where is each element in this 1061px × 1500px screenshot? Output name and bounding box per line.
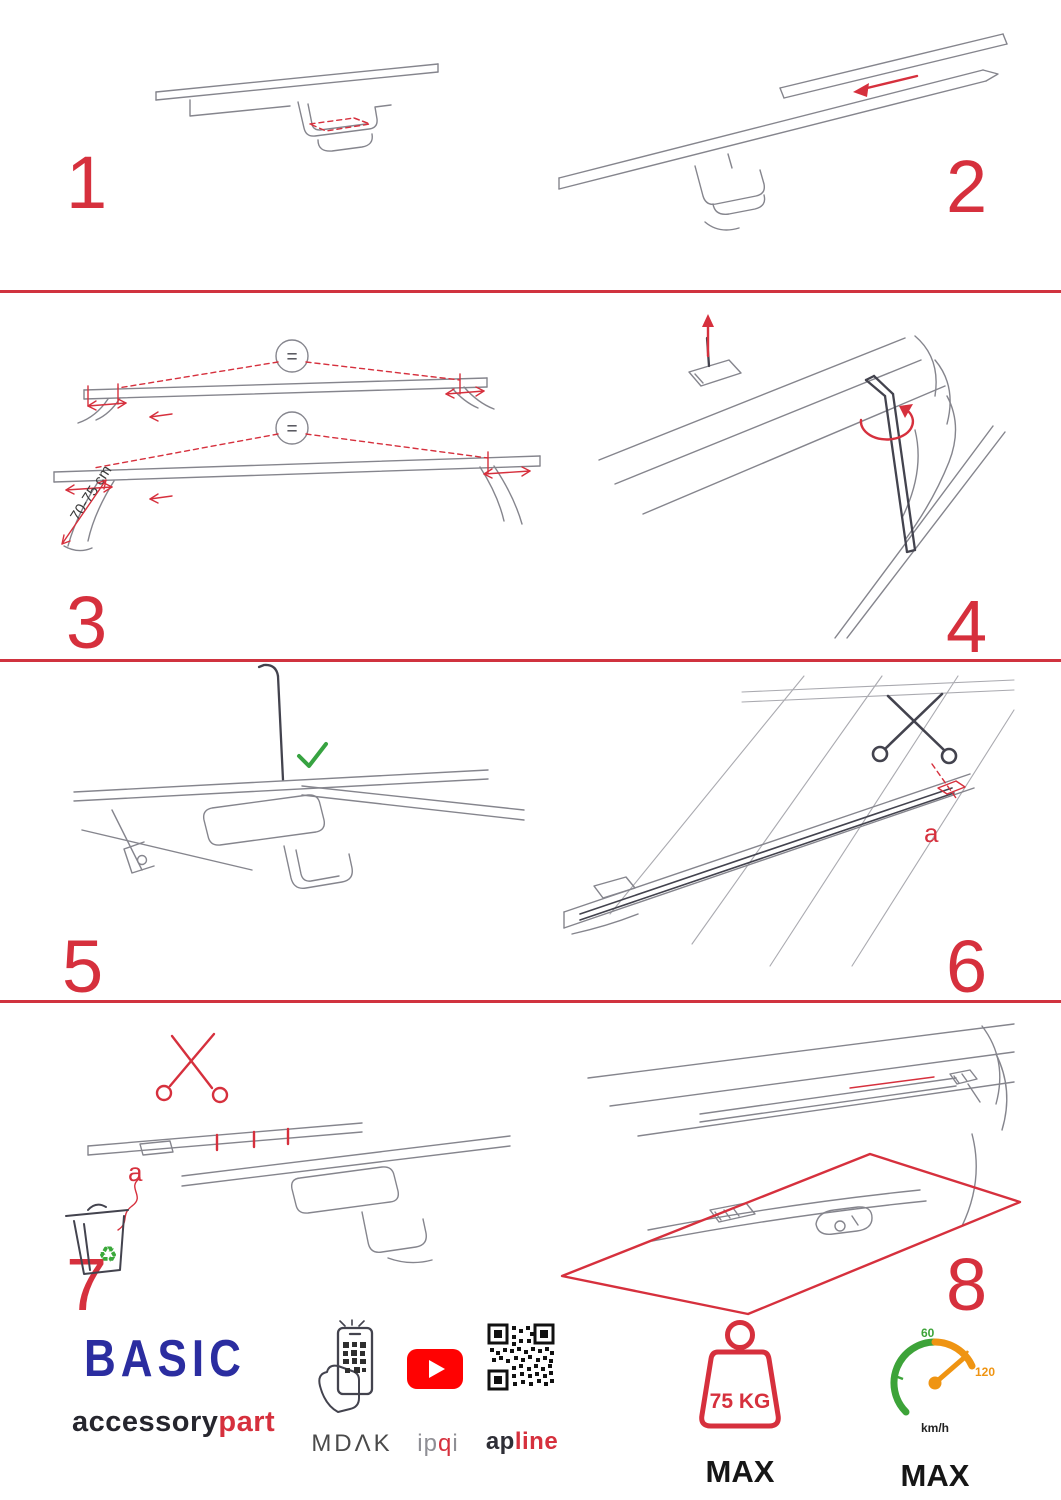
step-8-illustration — [560, 1023, 1022, 1316]
speed-low-label: 60 — [921, 1326, 935, 1340]
scissors-icon — [155, 1032, 229, 1104]
clamp-drawing — [181, 1135, 511, 1264]
cut-label-a: a — [128, 1157, 143, 1187]
step-2-number: 2 — [946, 145, 988, 228]
phone-qr-pattern — [343, 1342, 366, 1373]
divider-2 — [0, 659, 1061, 662]
roof-drawing — [587, 1023, 1015, 1227]
partner-mdak-label: MDΛK — [311, 1430, 393, 1457]
scissors-icon — [871, 692, 958, 765]
max-speed-label: MAX — [900, 1458, 970, 1493]
step-6-number: 6 — [946, 925, 988, 1008]
hex-key-drawing — [864, 374, 917, 554]
insert-arrow — [702, 314, 714, 358]
trash-bin-icon: ♻ — [65, 1203, 129, 1275]
checkmark-icon — [297, 742, 328, 768]
rotate-arrow — [859, 404, 915, 441]
speed-high-label: 120 — [975, 1365, 995, 1379]
youtube-icon — [407, 1349, 463, 1389]
step-8-number: 8 — [946, 1243, 988, 1326]
partner-apline-label: apline — [474, 1428, 570, 1456]
slide-arrow — [853, 74, 919, 97]
rail-and-clamps — [647, 1189, 927, 1242]
step-4-number: 4 — [946, 585, 988, 668]
max-weight-value: 75 KG — [710, 1390, 771, 1413]
max-speed-icon: 60 120 km/h — [890, 1326, 995, 1435]
dimension-arrows — [65, 373, 531, 504]
alignment-outline — [560, 1152, 1022, 1316]
crossbar-drawing — [563, 773, 975, 929]
door-frame-drawing — [155, 63, 439, 117]
apline-seg1: ap — [485, 1428, 515, 1455]
step-7-illustration: a ♻ — [65, 1032, 511, 1275]
strip-highlight — [849, 1076, 935, 1089]
ipqi-seg3: i — [452, 1430, 459, 1457]
speed-needle — [932, 1354, 968, 1386]
fixing-pin-drawing — [257, 663, 285, 782]
recycle-icon: ♻ — [98, 1242, 118, 1267]
divider-1 — [0, 290, 1061, 293]
brand-logo-title: BASIC — [84, 1330, 246, 1388]
roof-rail-drawing — [598, 335, 1006, 639]
qr-code — [487, 1323, 555, 1391]
end-cap-drawing — [779, 33, 1008, 99]
lower-crossbar — [53, 455, 541, 552]
equal-spacing-callouts: = = — [93, 339, 489, 469]
step-5-illustration — [73, 663, 525, 889]
clamp-drawing — [297, 101, 392, 152]
cut-marks — [215, 1127, 290, 1152]
brand-sub-red: part — [218, 1406, 276, 1438]
height-dimension: 70-75 cm — [61, 462, 115, 545]
cut-line — [931, 763, 957, 799]
step-6-illustration: a — [563, 675, 1015, 967]
upper-crossbar — [77, 377, 495, 424]
step-2-illustration — [558, 33, 1008, 231]
step-3-number: 3 — [66, 581, 108, 664]
max-weight-label: MAX — [705, 1454, 775, 1489]
step-7-number: 7 — [66, 1243, 108, 1326]
step-4-illustration — [598, 314, 1006, 639]
roof-ribs-drawing — [609, 675, 1015, 967]
divider-3 — [0, 1000, 1061, 1003]
crossbar-drawing — [699, 1069, 981, 1123]
rubber-strip-end — [937, 780, 966, 795]
rubber-pad-highlight — [309, 117, 371, 132]
step-3-illustration: = = 70-75 cm — [53, 339, 541, 552]
speed-unit-label: km/h — [921, 1421, 949, 1435]
clamp-drawing — [694, 153, 766, 231]
foot-drawing — [571, 876, 639, 935]
step-1-illustration — [155, 63, 439, 152]
crossbar-drawing — [558, 69, 999, 190]
apline-seg2: line — [514, 1428, 559, 1455]
ipqi-seg2: q — [437, 1430, 453, 1457]
door-frame-drawing — [73, 769, 525, 871]
brand-logo-subtitle: accessorypart — [72, 1406, 275, 1439]
clamp-drawing — [123, 794, 353, 889]
equal-sign-1: = — [286, 347, 297, 368]
step-1-number: 1 — [66, 141, 108, 224]
clamp-drawing — [688, 336, 742, 387]
phone-scan-icon — [318, 1319, 374, 1413]
ipqi-seg1: ip — [417, 1430, 438, 1457]
brand-sub-dark: accessory — [72, 1406, 219, 1438]
equal-sign-2: = — [286, 419, 297, 440]
max-weight-icon: 75 KG — [699, 1320, 781, 1429]
step-5-number: 5 — [62, 925, 104, 1008]
partner-ipqi-label: ipqi — [402, 1430, 474, 1458]
strip-drawing — [87, 1122, 363, 1156]
cut-label-a: a — [924, 818, 939, 848]
